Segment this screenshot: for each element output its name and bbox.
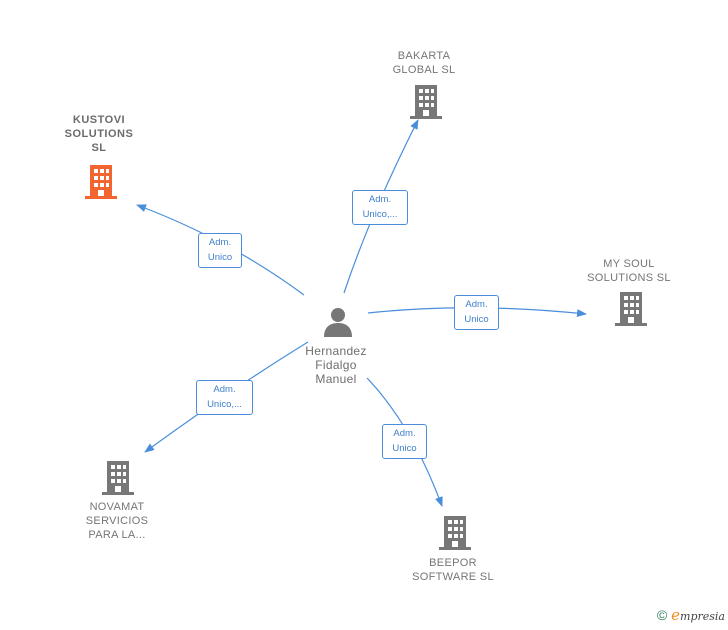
building-icon[interactable]	[615, 290, 647, 326]
brand-logo-initial: e	[671, 606, 681, 624]
building-icon[interactable]	[102, 459, 134, 495]
edge-label-novamat[interactable]: Adm. Unico,...	[196, 380, 253, 415]
edge-label-beepor[interactable]: Adm. Unico	[382, 424, 427, 459]
edge-label-mysoul[interactable]: Adm. Unico	[454, 295, 499, 330]
building-icon[interactable]	[410, 83, 442, 119]
copyright-symbol: ©	[656, 607, 668, 623]
center-person-name[interactable]: Hernandez Fidalgo Manuel	[305, 344, 367, 386]
building-icon[interactable]	[439, 514, 471, 550]
brand-logo-text: mpresia	[680, 610, 725, 623]
company-name-mysoul[interactable]: MY SOUL SOLUTIONS SL	[587, 258, 671, 284]
company-name-novamat[interactable]: NOVAMAT SERVICIOS PARA LA...	[85, 501, 149, 541]
company-name-kustovi[interactable]: KUSTOVI SOLUTIONS SL	[64, 114, 134, 154]
edge-label-kustovi[interactable]: Adm. Unico	[198, 233, 242, 268]
company-name-beepor[interactable]: BEEPOR SOFTWARE SL	[412, 557, 494, 583]
edge-label-bakarta[interactable]: Adm. Unico,...	[352, 190, 408, 225]
footer-brand: ©empresia	[657, 606, 725, 624]
building-icon[interactable]	[85, 163, 117, 199]
company-name-bakarta[interactable]: BAKARTA GLOBAL SL	[392, 50, 456, 76]
person-icon[interactable]	[322, 306, 354, 338]
